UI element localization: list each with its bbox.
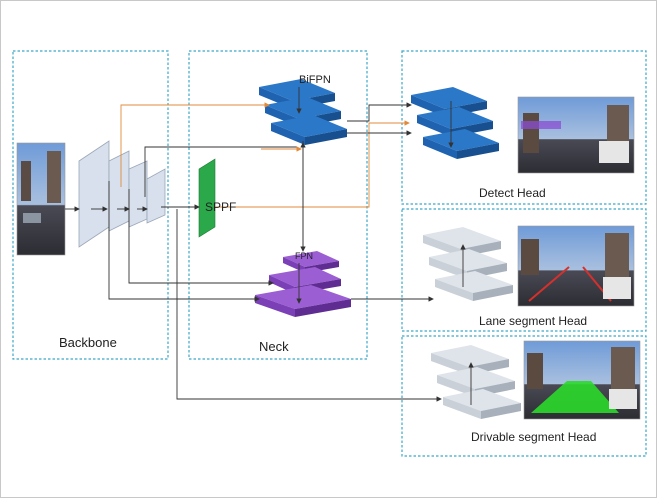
- drivable-head-label: Drivable segment Head: [471, 430, 596, 444]
- backbone-blocks: [78, 140, 166, 248]
- neck-label: Neck: [259, 339, 289, 354]
- backbone-block-2: [108, 150, 130, 232]
- drivable-head-stack: [431, 345, 521, 419]
- backbone-block-1: [78, 140, 110, 248]
- backbone-block-4: [146, 168, 166, 224]
- lane-head-stack: [423, 227, 513, 301]
- input-image: [16, 142, 66, 256]
- drivable-head-panel: [401, 335, 647, 457]
- lane-head-label: Lane segment Head: [479, 314, 587, 328]
- detect-head-stack: [411, 87, 499, 159]
- lane-result-image: [517, 225, 635, 307]
- sppf-label: SPPF: [205, 200, 236, 214]
- backbone-panel: [12, 50, 169, 360]
- backbone-block-3: [128, 160, 148, 228]
- detect-head-label: Detect Head: [479, 186, 546, 200]
- detect-head-panel: [401, 50, 647, 205]
- detect-result-image: [517, 96, 635, 174]
- fpn-label: FPN: [295, 251, 313, 261]
- lane-head-panel: [401, 208, 647, 332]
- fpn-stack: [255, 251, 351, 317]
- bifpn-stack: [259, 79, 347, 145]
- bifpn-label: BiFPN: [299, 74, 331, 86]
- sppf-block: [198, 158, 216, 238]
- backbone-label: Backbone: [59, 335, 117, 350]
- drivable-result-image: [523, 340, 641, 420]
